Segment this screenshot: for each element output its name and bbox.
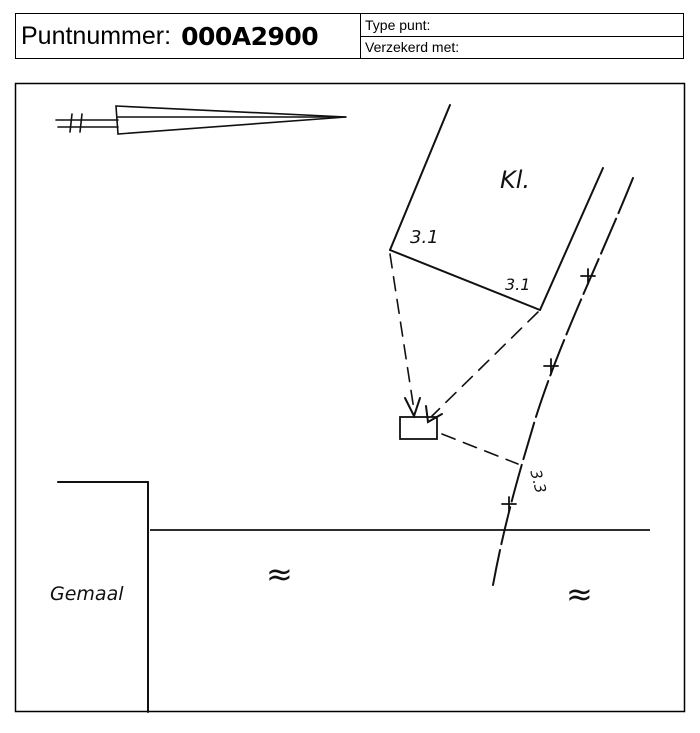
boundary-curve: [492, 177, 634, 586]
measure-label-top-right: 3.1: [505, 275, 530, 294]
boundary-crosses: [501, 268, 596, 513]
measurement-lines: [389, 253, 539, 465]
secured-with-label: Verzekerd met:: [361, 35, 683, 59]
gemaal-structure: [57, 481, 149, 713]
measure-label-right: 3.3: [526, 468, 550, 496]
parcel-label: Kl.: [500, 166, 530, 194]
point-number-label: Puntnummer:: [21, 21, 172, 50]
point-info-cells: Type punt: Verzekerd met:: [361, 14, 683, 58]
north-arrow-icon: [55, 105, 347, 135]
point-number-value: 000A2900: [181, 21, 319, 51]
building-outline: [389, 104, 604, 311]
measure-label-top-left: 3.1: [410, 227, 439, 248]
survey-point-marker: [399, 416, 438, 440]
point-number-cell: Puntnummer: 000A2900: [16, 14, 361, 58]
gemaal-label: Gemaal: [50, 583, 124, 605]
type-point-label: Type punt:: [365, 16, 431, 33]
point-header: Puntnummer: 000A2900 Type punt: Verzeker…: [15, 13, 684, 59]
water-symbol-right: ≈: [566, 575, 593, 613]
water-symbol-left: ≈: [266, 555, 293, 593]
sketch-frame: [14, 82, 686, 713]
